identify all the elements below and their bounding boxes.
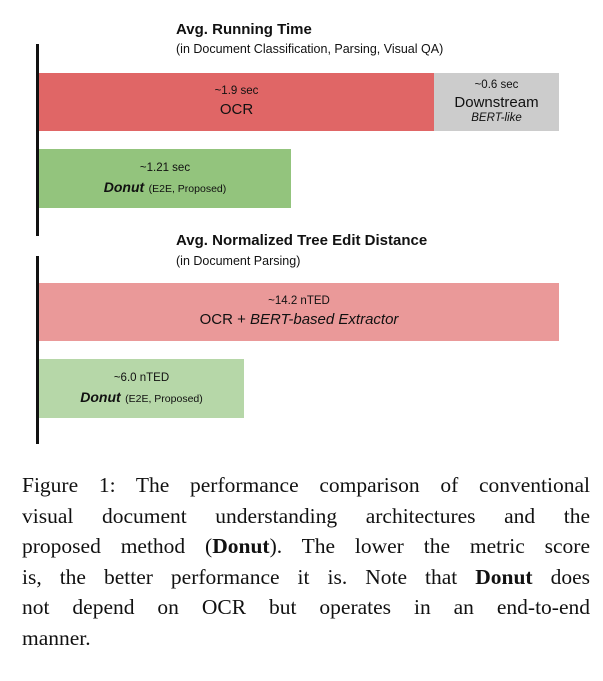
caption-line: proposed method (Donut). The lower the m…	[22, 531, 590, 562]
caption-line: manner.	[22, 623, 590, 654]
caption-bold-text: Donut	[475, 564, 533, 589]
caption-text: visual document understanding architectu…	[22, 503, 590, 528]
caption-line: is, the better performance it is. Note t…	[22, 562, 590, 593]
bar-ocr-runtime: ~1.9 sec OCR	[39, 73, 434, 131]
caption-line: visual document understanding architectu…	[22, 501, 590, 532]
bar-ocr-runtime-value: ~1.9 sec	[214, 85, 259, 97]
caption-text: ). The lower the metric score	[269, 534, 590, 558]
caption-text: does	[532, 564, 590, 589]
bar-donut-runtime-value: ~1.21 sec	[139, 162, 191, 174]
caption-line: not depend on OCR but operates in an end…	[22, 592, 590, 623]
caption-text: is, the better performance it is. Note t…	[22, 564, 476, 589]
caption-line: Figure 1: The performance comparison of …	[22, 470, 590, 501]
caption-text: Figure 1: The performance comparison of …	[22, 473, 590, 497]
bar-ocr-bert-nted-value: ~14.2 nTED	[268, 295, 330, 307]
bar-donut-nted-label-row: Donut (E2E, Proposed)	[39, 389, 244, 407]
bar-donut-nted-value: ~6.0 nTED	[113, 372, 170, 384]
bar-donut-runtime: ~1.21 sec Donut (E2E, Proposed)	[39, 149, 291, 208]
chart1-axis	[36, 44, 39, 236]
chart2-axis	[36, 256, 39, 444]
chart2-title: Avg. Normalized Tree Edit Distance	[176, 232, 428, 249]
bar-ocr-bert-nted-label-prefix: OCR +	[199, 311, 251, 328]
bar-donut-nted-label: Donut	[80, 389, 121, 405]
chart2-subtitle: (in Document Parsing)	[176, 254, 301, 268]
figure-chart: Avg. Running Time (in Document Classific…	[36, 21, 559, 444]
bar-donut-runtime-label-row: Donut (E2E, Proposed)	[39, 179, 291, 197]
caption-text: manner.	[22, 625, 91, 650]
bar-donut-runtime-label: Donut	[103, 179, 145, 195]
figure-caption: Figure 1: The performance comparison of …	[22, 470, 590, 653]
bar-ocr-bert-nted-label-italic: BERT-based Extractor	[250, 311, 399, 328]
chart1-subtitle: (in Document Classification, Parsing, Vi…	[176, 42, 444, 56]
bar-ocr-bert-nted: ~14.2 nTED OCR + BERT-based Extractor	[39, 283, 559, 341]
bar-downstream-runtime-label: Downstream	[454, 94, 539, 111]
bar-donut-runtime-note: (E2E, Proposed)	[148, 183, 227, 195]
bar-downstream-runtime: ~0.6 sec Downstream BERT-like	[434, 73, 559, 131]
bar-ocr-bert-nted-label-row: OCR + BERT-based Extractor	[39, 311, 559, 328]
bar-downstream-runtime-sublabel: BERT-like	[471, 112, 522, 124]
bar-donut-nted: ~6.0 nTED Donut (E2E, Proposed)	[39, 359, 244, 418]
bar-donut-nted-note: (E2E, Proposed)	[125, 393, 203, 405]
caption-text: not depend on OCR but operates in an end…	[22, 595, 590, 619]
chart1-title: Avg. Running Time	[176, 21, 312, 38]
bar-ocr-runtime-label: OCR	[219, 101, 254, 118]
caption-bold-text: Donut	[212, 534, 270, 558]
bar-downstream-runtime-value: ~0.6 sec	[474, 79, 519, 91]
caption-text: proposed method (	[22, 534, 213, 558]
